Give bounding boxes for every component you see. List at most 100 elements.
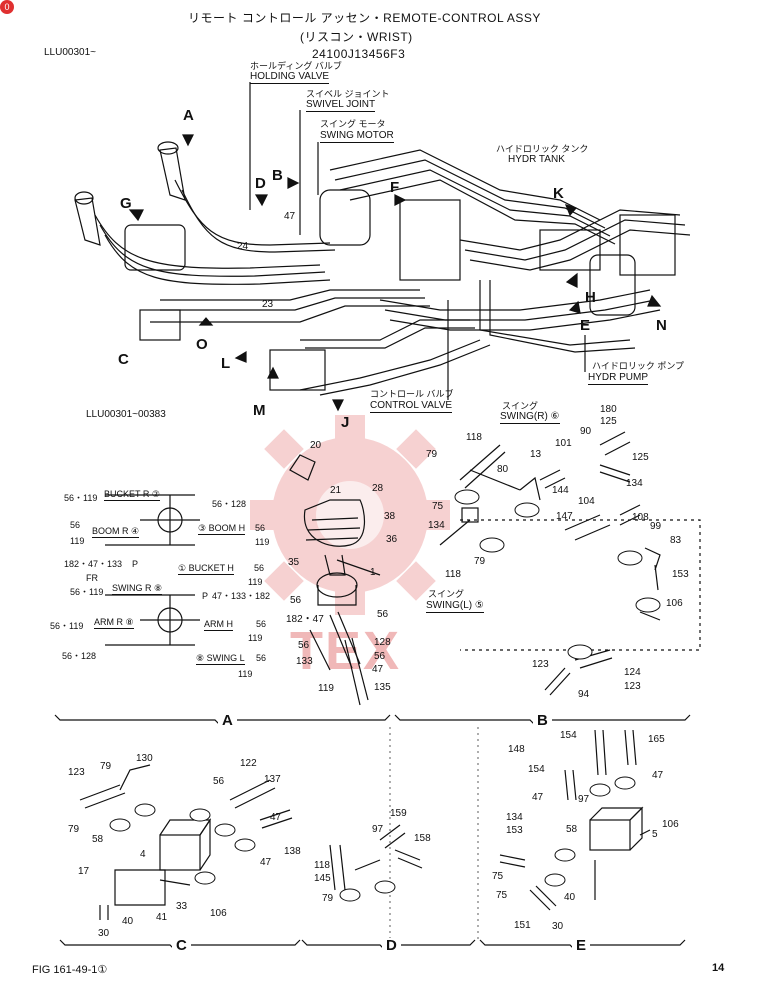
swing-motor-jp-label: スイング モータ bbox=[320, 119, 386, 129]
part-b-90: 90 bbox=[580, 426, 592, 437]
figure-number: FIG 161-49-1① bbox=[32, 964, 108, 976]
part-b-147: 147 bbox=[556, 511, 573, 522]
part-e-5: 5 bbox=[652, 829, 658, 840]
part-b-99: 99 bbox=[650, 521, 662, 532]
hydr-pump-label: HYDR PUMP bbox=[588, 372, 649, 385]
port-r4-left: 56・119 bbox=[70, 587, 104, 597]
part-b-134a: 134 bbox=[428, 520, 445, 531]
part-a-36: 36 bbox=[386, 534, 398, 545]
view-letter-g: G bbox=[120, 195, 132, 212]
swing-l-label: SWING(L) ⑤ bbox=[426, 600, 484, 613]
part-c-17: 17 bbox=[78, 866, 90, 877]
port-r5-left: 56・119 bbox=[50, 621, 84, 631]
part-b-75: 75 bbox=[432, 501, 444, 512]
view-letter-f: F bbox=[390, 179, 400, 196]
part-a-56c: 56 bbox=[377, 609, 389, 620]
part-a-20: 20 bbox=[310, 440, 322, 451]
port-r2-left2: 119 bbox=[70, 536, 85, 546]
port-r2-left: 56 bbox=[70, 520, 81, 530]
part-a-35: 35 bbox=[288, 557, 300, 568]
part-47-top: 47 bbox=[284, 211, 296, 222]
section-label-b: B bbox=[533, 713, 552, 728]
part-e-134: 134 bbox=[506, 812, 523, 823]
view-letter-e: E bbox=[580, 317, 591, 334]
part-a-135: 135 bbox=[374, 682, 391, 693]
serial-range-mid: LLU00301~00383 bbox=[86, 409, 166, 420]
part-d-145: 145 bbox=[314, 873, 331, 884]
part-b-106: 106 bbox=[666, 598, 683, 609]
part-a-1: 1 bbox=[370, 567, 376, 578]
part-b-144: 144 bbox=[552, 485, 569, 496]
view-letter-j: J bbox=[341, 414, 350, 431]
hydr-pump-jp-label: ハイドロリック ポンプ bbox=[592, 361, 685, 371]
page-subtitle: (リスコン・WRIST) bbox=[300, 30, 413, 44]
port-r2-mid2: ③ BOOM H bbox=[198, 523, 246, 535]
part-a-56a: 56 bbox=[290, 595, 302, 606]
view-letter-a: A bbox=[183, 107, 194, 124]
part-23: 23 bbox=[262, 299, 274, 310]
part-e-47b: 47 bbox=[532, 792, 544, 803]
part-e-97: 97 bbox=[578, 794, 590, 805]
part-a-38: 38 bbox=[384, 511, 396, 522]
part-e-154a: 154 bbox=[560, 730, 577, 741]
port-r3-mid: P bbox=[132, 559, 139, 569]
port-r1-mid: BUCKET R ② bbox=[104, 489, 160, 501]
port-r1-right: 56・128 bbox=[212, 499, 247, 509]
part-a-56d: 56 bbox=[374, 651, 386, 662]
part-a-182-47: 182・47 bbox=[286, 614, 324, 625]
part-b-101: 101 bbox=[555, 438, 572, 449]
part-d-79: 79 bbox=[322, 893, 334, 904]
part-d-158: 158 bbox=[414, 833, 431, 844]
control-valve-label: CONTROL VALVE bbox=[370, 400, 453, 413]
part-e-151: 151 bbox=[514, 920, 531, 931]
part-b-134b: 134 bbox=[626, 478, 643, 489]
port-r4-mid2: P bbox=[202, 591, 209, 601]
part-b-118b: 118 bbox=[445, 569, 461, 580]
section-label-d: D bbox=[382, 938, 401, 953]
view-letter-k: K bbox=[553, 185, 564, 202]
view-letter-d: D bbox=[255, 175, 266, 192]
view-letter-o: O bbox=[196, 336, 208, 353]
part-e-30: 30 bbox=[552, 921, 564, 932]
port-r4-right: 47・133・182 bbox=[212, 591, 271, 601]
page-badge: 0 bbox=[0, 0, 14, 14]
page-title: リモート コントロール アッセン・REMOTE-CONTROL ASSY bbox=[188, 11, 541, 25]
part-b-104: 104 bbox=[578, 496, 595, 507]
swivel-joint-label: SWIVEL JOINT bbox=[306, 99, 376, 112]
part-c-47b: 47 bbox=[260, 857, 272, 868]
part-b-80: 80 bbox=[497, 464, 509, 475]
part-e-75b: 75 bbox=[496, 890, 508, 901]
part-number: 24100J13456F3 bbox=[312, 47, 406, 61]
section-label-a: A bbox=[218, 713, 237, 728]
part-a-28: 28 bbox=[372, 483, 384, 494]
port-r6-right2: 119 bbox=[238, 669, 253, 679]
port-r5-right: 56 bbox=[256, 619, 267, 629]
part-c-122: 122 bbox=[240, 758, 257, 769]
view-letter-h: H bbox=[585, 289, 596, 306]
part-b-180: 180 bbox=[600, 404, 617, 415]
swing-l-jp-label: スイング bbox=[428, 589, 465, 599]
part-b-83: 83 bbox=[670, 535, 682, 546]
section-label-c: C bbox=[172, 938, 191, 953]
part-b-125b: 125 bbox=[632, 452, 649, 463]
part-c-41: 41 bbox=[156, 912, 168, 923]
hydr-tank-label: HYDR TANK bbox=[508, 154, 565, 165]
part-b-123a: 123 bbox=[532, 659, 549, 670]
part-c-30: 30 bbox=[98, 928, 110, 939]
view-letter-c: C bbox=[118, 351, 129, 368]
swing-r-label: SWING(R) ⑥ bbox=[500, 411, 560, 424]
port-r6-mid: ⑧ SWING L bbox=[196, 653, 245, 665]
swivel-joint-jp-label: スイベル ジョイント bbox=[306, 89, 390, 99]
part-b-153: 153 bbox=[672, 569, 689, 580]
part-24: 24 bbox=[237, 241, 249, 252]
swing-r-jp-label: スイング bbox=[502, 401, 539, 411]
port-r2-mid: BOOM R ④ bbox=[92, 526, 140, 538]
part-e-47a: 47 bbox=[652, 770, 664, 781]
section-label-e: E bbox=[572, 938, 591, 953]
part-e-153: 153 bbox=[506, 825, 523, 836]
part-c-40: 40 bbox=[122, 916, 134, 927]
view-letter-m: M bbox=[253, 402, 266, 419]
view-letter-n: N bbox=[656, 317, 667, 334]
part-a-133: 133 bbox=[296, 656, 313, 667]
part-b-108: 108 bbox=[632, 512, 649, 523]
